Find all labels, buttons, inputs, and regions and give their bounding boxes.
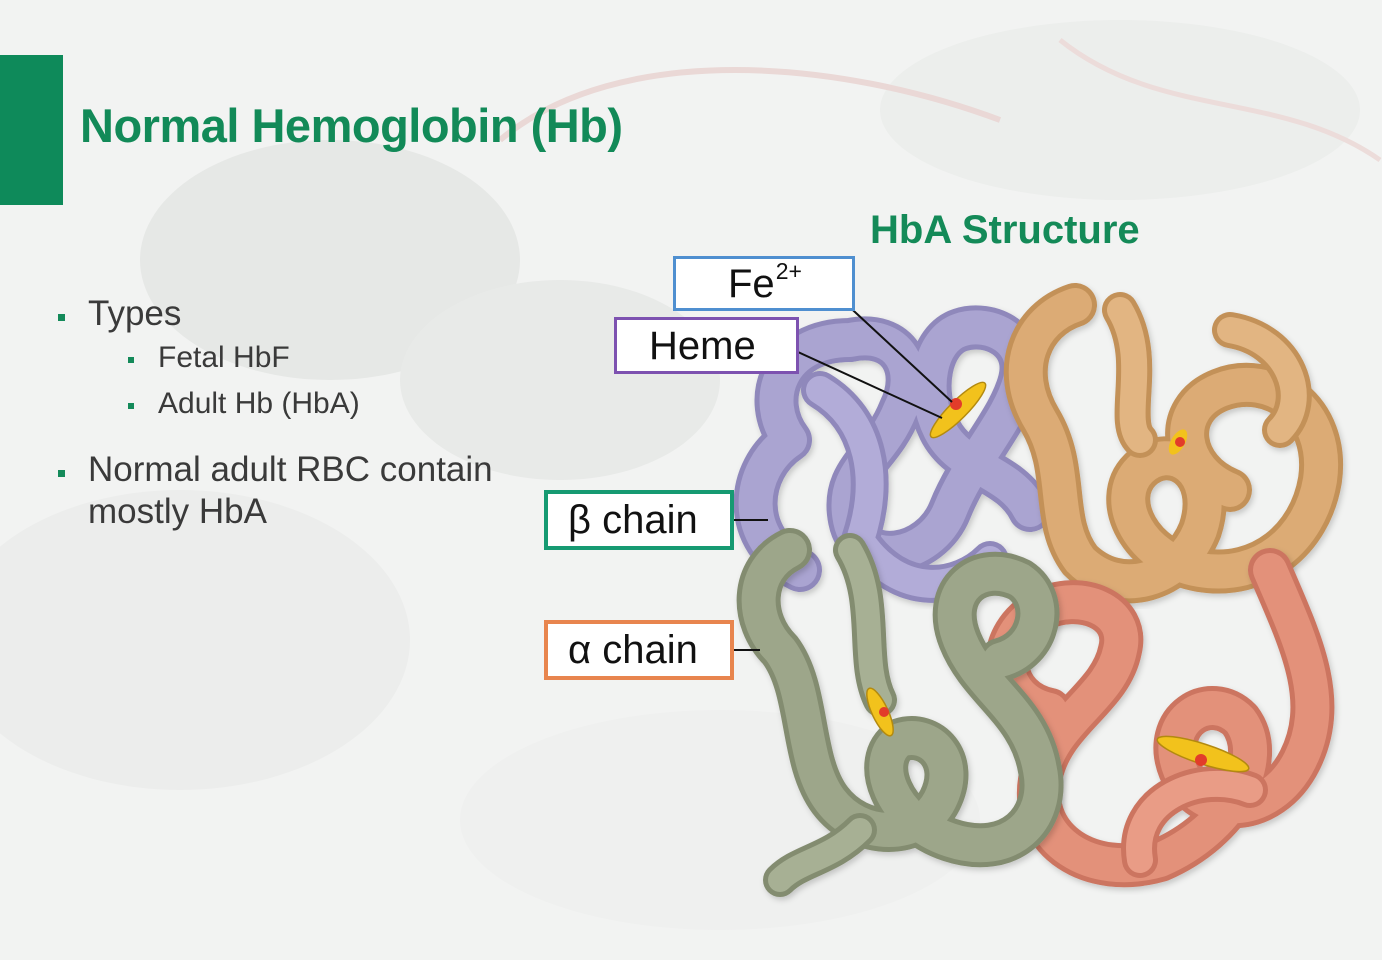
heme-groups — [866, 381, 1250, 773]
fe-charge: 2+ — [775, 258, 802, 284]
beta-chain-tan — [1003, 283, 1344, 604]
alpha-chain-label: α chain — [544, 620, 734, 680]
beta-chain-label: β chain — [544, 490, 734, 550]
fe-label-text: Fe — [728, 261, 775, 306]
heme-group-icon — [866, 687, 894, 737]
bullet-types: Types — [56, 293, 526, 335]
alpha-chain-salmon — [985, 548, 1335, 888]
heme-group-icon — [1156, 735, 1250, 773]
diagram-title: HbA Structure — [870, 208, 1140, 252]
bullet-fetal-hbf: Fetal HbF — [56, 335, 526, 381]
bullet-list: Types Fetal HbF Adult Hb (HbA) Normal ad… — [56, 293, 526, 533]
bullet-normal-adult-rbc: Normal adult RBC contain mostly HbA — [56, 449, 526, 533]
heme-group-icon — [929, 381, 987, 439]
bullet-adult-hba: Adult Hb (HbA) — [56, 381, 526, 427]
heme-label: Heme — [614, 317, 799, 374]
heme-group-icon — [1168, 429, 1188, 455]
slide-title: Normal Hemoglobin (Hb) — [80, 99, 623, 152]
title-accent-bar — [0, 55, 63, 205]
alpha-chain-green — [736, 528, 1064, 897]
